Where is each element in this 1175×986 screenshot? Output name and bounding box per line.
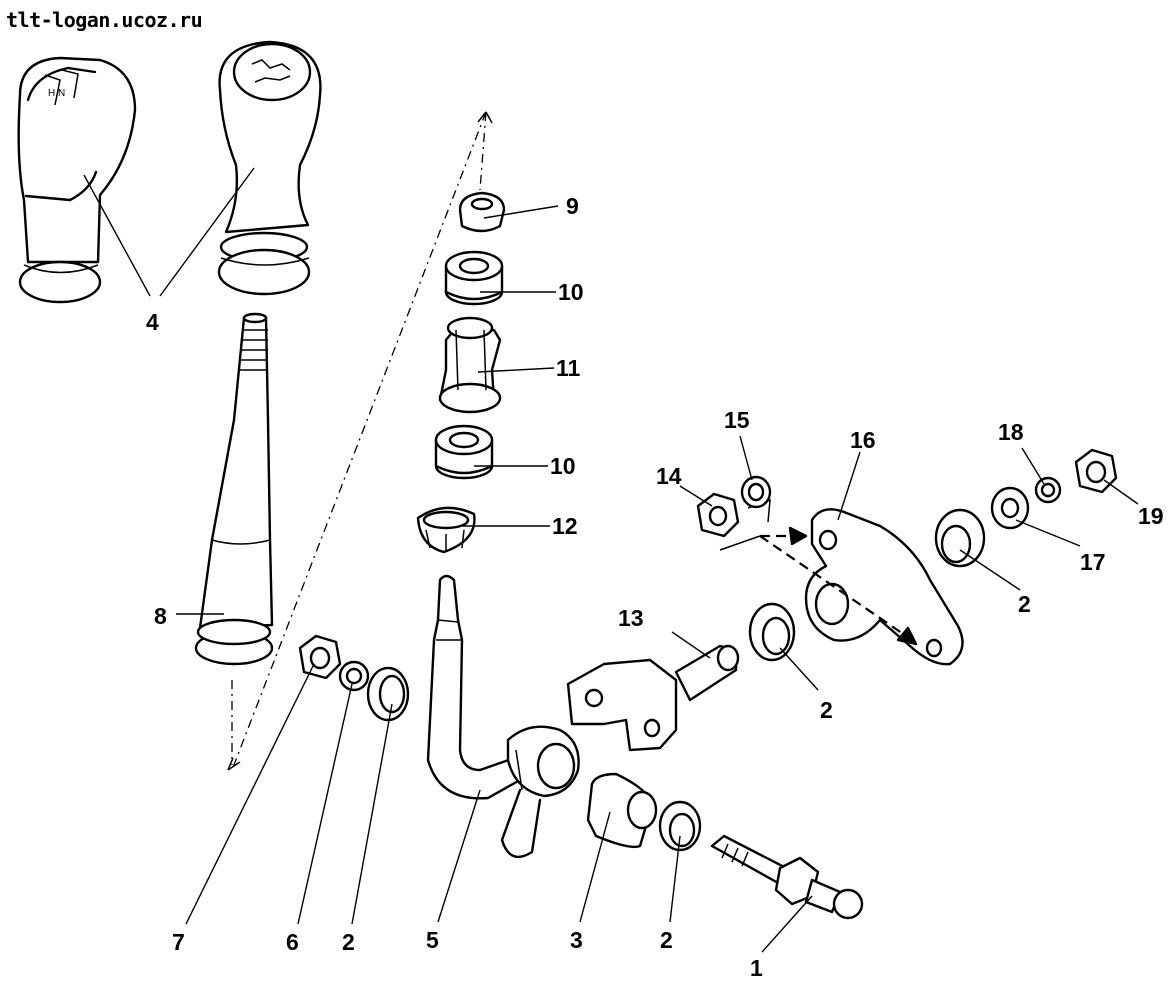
- flange-bushing-a: [366, 666, 410, 722]
- sleeve: [438, 316, 502, 414]
- callout-2-mid: 2: [820, 697, 833, 723]
- spacer-tube: [586, 772, 658, 849]
- callout-3: 3: [570, 927, 583, 953]
- gear-knob-round: [217, 40, 322, 296]
- callout-19: 19: [1138, 503, 1164, 529]
- flat-washer-17: [990, 486, 1030, 530]
- nut-19: [1074, 448, 1118, 494]
- callout-2-right: 2: [1018, 591, 1031, 617]
- callout-15: 15: [724, 407, 750, 433]
- callout-6: 7: [172, 929, 185, 955]
- callout-17: 17: [1080, 549, 1106, 575]
- bracket-shaft: [566, 644, 740, 752]
- flange-bushing-d: [934, 508, 986, 568]
- callout-2-bottom: 2: [660, 927, 673, 953]
- spring-clip: [416, 506, 476, 554]
- callout-labels: 4 9 10 11 10 12 8 13 14 15 16 18 19 17 2…: [146, 193, 1164, 981]
- bushing-upper: [444, 250, 504, 306]
- site-watermark: tlt-logan.ucoz.ru: [6, 8, 203, 32]
- callout-4: 5: [426, 927, 439, 953]
- nut-14: [696, 492, 740, 538]
- callout-7: 8: [154, 603, 167, 629]
- spring-washer-18: [1034, 476, 1062, 504]
- callout-10-lower: 10: [550, 453, 576, 479]
- bushing-lower: [434, 424, 494, 480]
- callout-16: 16: [850, 427, 876, 453]
- assembly-axis-lines: [227, 111, 493, 771]
- knob-side-pattern: H N: [48, 88, 65, 99]
- spring-washer-15: [740, 475, 772, 509]
- rubber-cap: [458, 191, 506, 233]
- shift-rod: [194, 312, 274, 666]
- callout-14: 14: [656, 463, 682, 489]
- lever-housing: [804, 508, 964, 666]
- callout-5: 6: [286, 929, 299, 955]
- callout-11: 11: [556, 355, 581, 381]
- callout-2-left: 2: [342, 929, 355, 955]
- callout-18: 18: [998, 419, 1024, 445]
- callout-13: 13: [618, 605, 644, 631]
- callout-12: 12: [552, 513, 578, 539]
- nut-left: [298, 634, 342, 680]
- shift-lever: [426, 574, 580, 859]
- callout-8: 4: [146, 309, 159, 335]
- callout-9: 9: [566, 193, 579, 219]
- callout-1: 1: [750, 955, 763, 981]
- flange-bushing-c: [748, 602, 796, 662]
- spring-washer-left: [338, 660, 370, 692]
- gear-knob-side-view: H N: [17, 56, 137, 304]
- flange-bushing-b: [658, 800, 702, 852]
- ball-pin: [710, 834, 864, 920]
- leader-lines: [83, 167, 1139, 953]
- callout-10-upper: 10: [558, 279, 584, 305]
